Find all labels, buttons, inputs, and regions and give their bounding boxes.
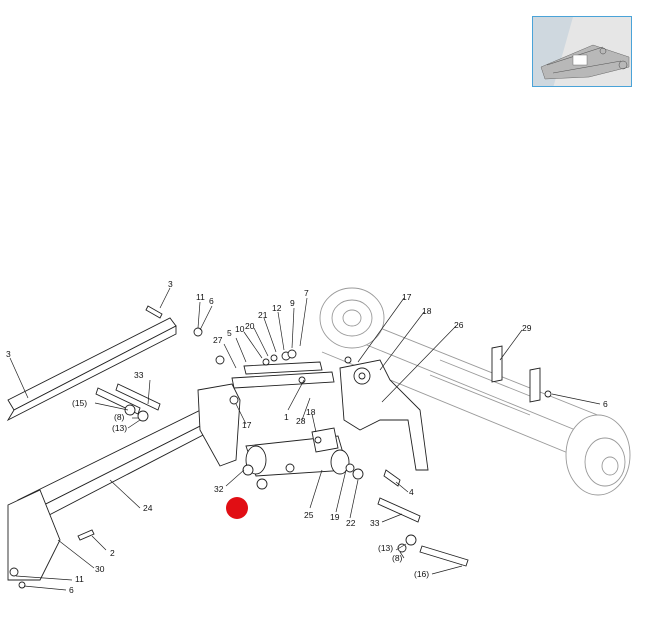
leader-lines xyxy=(9,287,601,591)
ghost-axle xyxy=(319,287,631,496)
callout-12: 12 xyxy=(272,303,282,313)
callout-29: 29 xyxy=(522,323,532,333)
callout-18-left: 18 xyxy=(306,407,316,417)
callout-2: 2 xyxy=(110,548,115,558)
overview-thumbnail-image xyxy=(533,17,631,86)
callout-3-left: 3 xyxy=(6,349,11,359)
pins-and-bolts xyxy=(77,305,552,567)
callout-4: 4 xyxy=(409,487,414,497)
callout-6-right: 6 xyxy=(603,399,608,409)
callout-6-bottom: 6 xyxy=(69,585,74,595)
callout-20: 20 xyxy=(245,321,255,331)
callout-8-left: (8) xyxy=(114,412,125,422)
callout-17-left: 17 xyxy=(242,420,252,430)
callout-11-bottom: 11 xyxy=(75,574,84,584)
callout-18-right: 18 xyxy=(422,306,432,316)
callout-28: 28 xyxy=(296,416,306,426)
callout-11-top: 11 xyxy=(196,292,205,302)
callout-22: 22 xyxy=(346,518,356,528)
callout-3-top: 3 xyxy=(168,279,173,289)
callout-32: 32 xyxy=(214,484,224,494)
callout-1: 1 xyxy=(284,412,289,422)
callout-5: 5 xyxy=(227,328,232,338)
callout-labels: 3 11 6 3 (15) (8) (13) 33 27 5 10 20 21 … xyxy=(6,279,608,595)
overview-thumbnail[interactable] xyxy=(532,16,632,87)
callout-9: 9 xyxy=(290,298,295,308)
callout-13-left: (13) xyxy=(112,423,127,433)
callout-19: 19 xyxy=(330,512,340,522)
highlight-marker[interactable] xyxy=(226,497,248,519)
callout-21: 21 xyxy=(258,310,268,320)
callout-10: 10 xyxy=(235,324,245,334)
callout-7: 7 xyxy=(304,288,309,298)
callout-33-left: 33 xyxy=(134,370,144,380)
callout-15: (15) xyxy=(72,398,87,408)
callout-24: 24 xyxy=(143,503,153,513)
callout-30: 30 xyxy=(95,564,105,574)
frame-beams xyxy=(6,317,233,589)
callout-26: 26 xyxy=(454,320,464,330)
bracket-assembly xyxy=(197,345,541,477)
callout-16: (16) xyxy=(414,569,429,579)
callout-13-right: (13) xyxy=(378,543,393,553)
callout-27: 27 xyxy=(213,335,223,345)
callout-17-right: 17 xyxy=(402,292,412,302)
callout-6-top: 6 xyxy=(209,296,214,306)
callout-25: 25 xyxy=(304,510,314,520)
callout-8-right: (8) xyxy=(392,553,403,563)
callout-33-right: 33 xyxy=(370,518,380,528)
